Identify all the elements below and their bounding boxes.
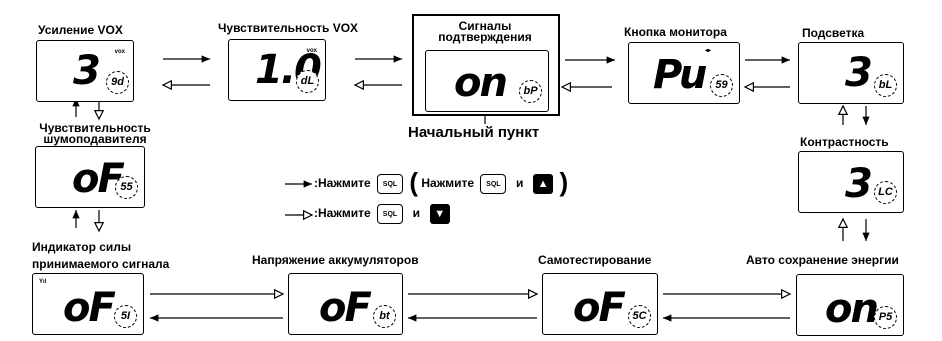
- lcd-code: 5I: [114, 305, 137, 328]
- lcd-value: oF: [72, 156, 125, 202]
- lcd-rssi: Yıl oF 5I: [32, 273, 144, 335]
- label-vox-gain: Усиление VOX: [38, 23, 123, 37]
- lcd-self-test: oF 5C: [542, 273, 658, 335]
- label-beep-line1: Сигналы: [458, 19, 512, 33]
- lcd-code: LC: [874, 181, 897, 204]
- lcd-code: bP: [519, 80, 542, 103]
- lcd-contrast: 3 LC: [798, 151, 904, 213]
- label-self-test: Самотестирование: [538, 253, 652, 267]
- label-rssi-line1: Индикатор силы: [32, 240, 132, 254]
- up-button-icon: ▲: [533, 173, 554, 194]
- lcd-value: on: [454, 60, 508, 106]
- signal-indicator: Yıl: [39, 279, 47, 285]
- label-squelch-line1: Чувствительность: [39, 121, 151, 135]
- lcd-code: dL: [296, 70, 319, 93]
- lcd-value: oF: [319, 285, 372, 331]
- lcd-code: 59: [710, 74, 733, 97]
- label-beep-line2: подтверждения: [438, 30, 532, 44]
- lcd-code: 55: [115, 176, 138, 199]
- vox-indicator: vox: [306, 48, 317, 54]
- lcd-code: bL: [874, 74, 897, 97]
- monitor-indicator: ◂▸: [705, 48, 712, 54]
- lcd-code: bt: [373, 305, 396, 328]
- lcd-value: 3: [73, 48, 101, 94]
- lcd-auto-save: on P5: [796, 274, 904, 336]
- label-backlight: Подсветка: [802, 26, 865, 40]
- label-battery-voltage: Напряжение аккумуляторов: [252, 253, 419, 267]
- sql-button-icon: SQL: [480, 173, 507, 194]
- label-auto-save: Авто сохранение энергии: [746, 253, 899, 267]
- lcd-squelch: oF 55: [35, 146, 145, 208]
- label-contrast: Контрастность: [800, 135, 889, 149]
- lcd-value: 3: [845, 50, 873, 96]
- lcd-backlight: 3 bL: [798, 42, 904, 104]
- lcd-value: Pu: [653, 52, 707, 98]
- lcd-monitor: ◂▸ Pu 59: [628, 42, 740, 104]
- lcd-battery: oF bt: [288, 273, 403, 335]
- lcd-value: oF: [63, 285, 116, 331]
- lcd-value: oF: [573, 285, 626, 331]
- lcd-code: 5C: [628, 305, 651, 328]
- label-rssi-line2: принимаемого сигнала: [32, 257, 170, 271]
- lcd-value: 3: [845, 161, 873, 207]
- label-monitor-button: Кнопка монитора: [624, 25, 727, 39]
- start-point-frame: [412, 14, 560, 116]
- lcd-code: 9d: [106, 71, 129, 94]
- legend-press-text: :Нажмите: [314, 206, 371, 221]
- close-paren: ): [559, 167, 569, 197]
- legend-hollow-arrow: :Нажмите SQL и ▼: [314, 204, 453, 224]
- sql-button-icon: SQL: [377, 204, 403, 224]
- open-paren: (: [409, 167, 419, 197]
- down-button-icon: ▼: [429, 204, 450, 224]
- legend-and: и: [516, 176, 524, 190]
- legend-press-text: :Нажмите: [314, 176, 371, 190]
- lcd-value: on: [825, 286, 879, 332]
- label-squelch-line2: шумоподавителя: [43, 132, 147, 146]
- start-point-label: Начальный пункт: [408, 124, 540, 141]
- label-vox-sensitivity: Чувствительность VOX: [218, 21, 359, 35]
- lcd-beep: on bP: [425, 50, 549, 112]
- legend-and: и: [412, 206, 421, 221]
- legend-press-inner: Нажмите: [421, 176, 475, 190]
- lcd-vox-gain: vox 3 9d: [36, 40, 134, 102]
- vox-indicator: vox: [114, 49, 125, 55]
- legend-solid-arrow: :Нажмите SQL ( Нажмите SQL и ▲ ): [314, 169, 568, 195]
- lcd-vox-sensitivity: vox 1.0 dL: [228, 39, 326, 101]
- lcd-code: P5: [874, 306, 897, 329]
- sql-button-icon: SQL: [377, 173, 403, 194]
